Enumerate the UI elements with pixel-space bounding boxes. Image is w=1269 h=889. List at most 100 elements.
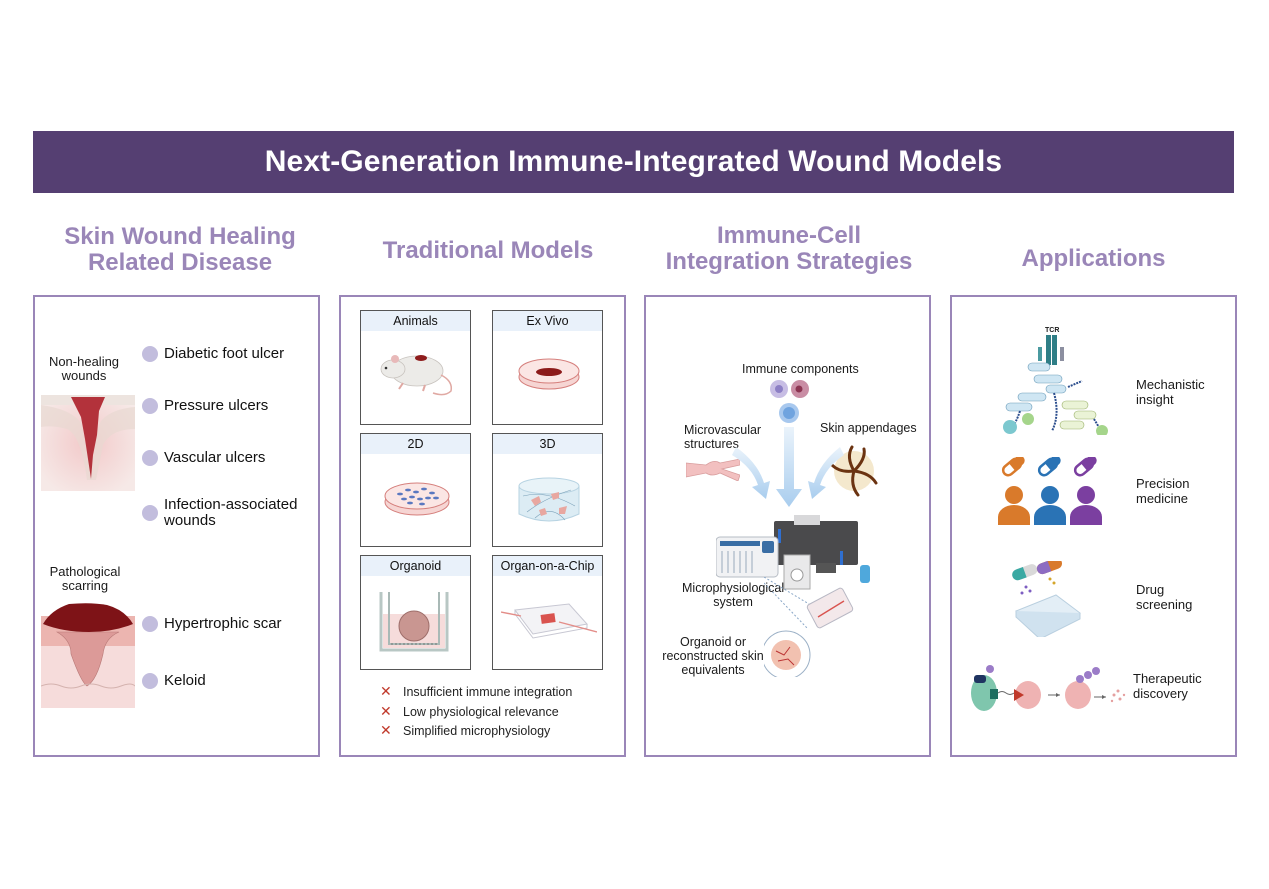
mouse-icon: [375, 347, 459, 399]
limitation-item: Low physiological relevance: [403, 705, 559, 719]
column-title-integration: Immune-Cell Integration Strategies: [644, 223, 934, 275]
tcr-label: TCR: [1045, 327, 1060, 334]
organoid-label-line: equivalents: [681, 663, 745, 677]
model-label: 3D: [493, 434, 602, 454]
group-label-non-healing: Non-healing wounds: [39, 355, 129, 383]
model-label: Ex Vivo: [493, 311, 602, 331]
application-label-line: medicine: [1136, 491, 1189, 506]
application-label-line: Drug: [1136, 582, 1165, 597]
chip-zoom-icon: [764, 577, 858, 677]
column-title-line: Integration Strategies: [665, 248, 913, 275]
bullet-dot: [142, 346, 158, 362]
mps-label-line: system: [713, 595, 753, 609]
x-mark-icon: ✕: [380, 683, 392, 699]
disease-item: Hypertrophic scar: [164, 616, 282, 632]
organoid-label: Organoid or reconstructed skin equivalen…: [654, 635, 772, 677]
application-label: Drug screening: [1136, 582, 1192, 612]
model-box-ex-vivo: Ex Vivo: [492, 310, 603, 425]
bullet-dot: [142, 398, 158, 414]
limitation-item: Insufficient immune integration: [403, 685, 573, 699]
immune-cells-icon: [768, 379, 818, 429]
application-label-line: Precision: [1136, 476, 1190, 491]
disease-item: Vascular ulcers: [164, 450, 265, 466]
microvascular-cells-icon: [686, 457, 740, 481]
organoid-label-line: reconstructed skin: [662, 649, 764, 663]
well-plate-screening-icon: [1008, 561, 1082, 637]
column-title-disease: Skin Wound Healing Related Disease: [33, 224, 327, 276]
bullet-dot: [142, 673, 158, 689]
x-mark-icon: ✕: [380, 722, 392, 738]
tcr-signaling-pathway-icon: [998, 335, 1108, 435]
disease-item: Diabetic foot ulcer: [164, 346, 284, 362]
model-box-organ-on-a-chip: Organ-on-a-Chip: [492, 555, 603, 670]
panel-integration-strategies: Immune components Microvascular structur…: [644, 295, 931, 757]
application-label-line: Mechanistic: [1136, 377, 1205, 392]
column-title-models: Traditional Models: [339, 238, 637, 264]
bullet-dot: [142, 616, 158, 632]
integration-arrows-icon: [728, 427, 848, 507]
disease-item-text: Infection-associated: [164, 496, 298, 513]
pump-icon: [716, 533, 786, 581]
x-mark-icon: ✕: [380, 703, 392, 719]
application-label-line: Therapeutic: [1133, 671, 1202, 686]
patients-with-pills-icon: [996, 457, 1106, 527]
microvascular-label-line: Microvascular: [684, 423, 762, 437]
group-label-line: scarring: [61, 578, 109, 593]
disease-item-text: Hypertrophic scar: [164, 615, 282, 632]
column-title-line: Traditional Models: [382, 237, 594, 264]
disease-item-text: wounds: [164, 512, 216, 529]
figure-title: Next-Generation Immune-Integrated Wound …: [264, 145, 1003, 178]
organoid-label-line: Organoid or: [679, 635, 746, 649]
limitation-item: Simplified microphysiology: [403, 724, 551, 738]
model-box-animals: Animals: [360, 310, 471, 425]
model-label: Organoid: [361, 556, 470, 576]
bullet-dot: [142, 450, 158, 466]
application-label-line: insight: [1136, 392, 1174, 407]
model-label: 2D: [361, 434, 470, 454]
disease-item: Keloid: [164, 673, 206, 689]
3d-hydrogel-icon: [517, 476, 581, 526]
disease-item-text: Keloid: [164, 672, 206, 689]
application-label: Precision medicine: [1136, 476, 1189, 506]
model-box-2d: 2D: [360, 433, 471, 547]
group-label-line: wounds: [61, 368, 107, 383]
column-title-line: Related Disease: [87, 249, 273, 276]
application-label: Mechanistic insight: [1136, 377, 1205, 407]
microscope-icon: [764, 515, 874, 605]
model-label: Animals: [361, 311, 470, 331]
mps-label-line: Microphysiological: [682, 581, 785, 595]
group-label-pathological: Pathological scarring: [37, 565, 133, 593]
skin-appendages-icon: [826, 443, 882, 499]
column-title-line: Skin Wound Healing: [64, 223, 296, 250]
immune-components-label: Immune components: [742, 362, 859, 376]
column-title-line: Applications: [1021, 245, 1166, 272]
microvascular-label: Microvascular structures: [684, 423, 761, 451]
disease-item-text: Vascular ulcers: [164, 449, 266, 466]
disease-item: Infection-associated wounds: [164, 497, 297, 529]
disease-item-text: Pressure ulcers: [164, 397, 269, 414]
model-box-organoid: Organoid: [360, 555, 471, 670]
protein-degradation-icon: [968, 665, 1128, 713]
column-title-line: Immune-Cell: [716, 222, 862, 249]
group-label-line: Pathological: [49, 564, 121, 579]
microvascular-label-line: structures: [684, 437, 739, 451]
transwell-organoid-icon: [377, 588, 451, 656]
panel-applications: TCR Mechanistic insight: [950, 295, 1237, 757]
disease-item: Pressure ulcers: [164, 398, 268, 414]
mps-label: Microphysiological system: [682, 581, 784, 609]
petri-dish-tissue-icon: [518, 355, 580, 391]
microfluidic-chip-icon: [501, 602, 597, 642]
application-label-line: screening: [1136, 597, 1193, 612]
wound-cross-section-icon: [41, 395, 135, 491]
disease-item-text: Diabetic foot ulcer: [164, 345, 285, 362]
model-label: Organ-on-a-Chip: [493, 556, 602, 576]
bullet-dot: [142, 505, 158, 521]
panel-traditional-models: Animals Ex Vivo 2D: [339, 295, 626, 757]
panel-disease: Non-healing wounds Pathological scarring: [33, 295, 320, 757]
skin-appendages-label: Skin appendages: [820, 421, 917, 435]
title-banner: Next-Generation Immune-Integrated Wound …: [33, 131, 1234, 193]
scar-cross-section-icon: [41, 602, 135, 708]
petri-dish-cells-icon: [384, 478, 450, 518]
group-label-line: Non-healing: [48, 354, 120, 369]
model-box-3d: 3D: [492, 433, 603, 547]
